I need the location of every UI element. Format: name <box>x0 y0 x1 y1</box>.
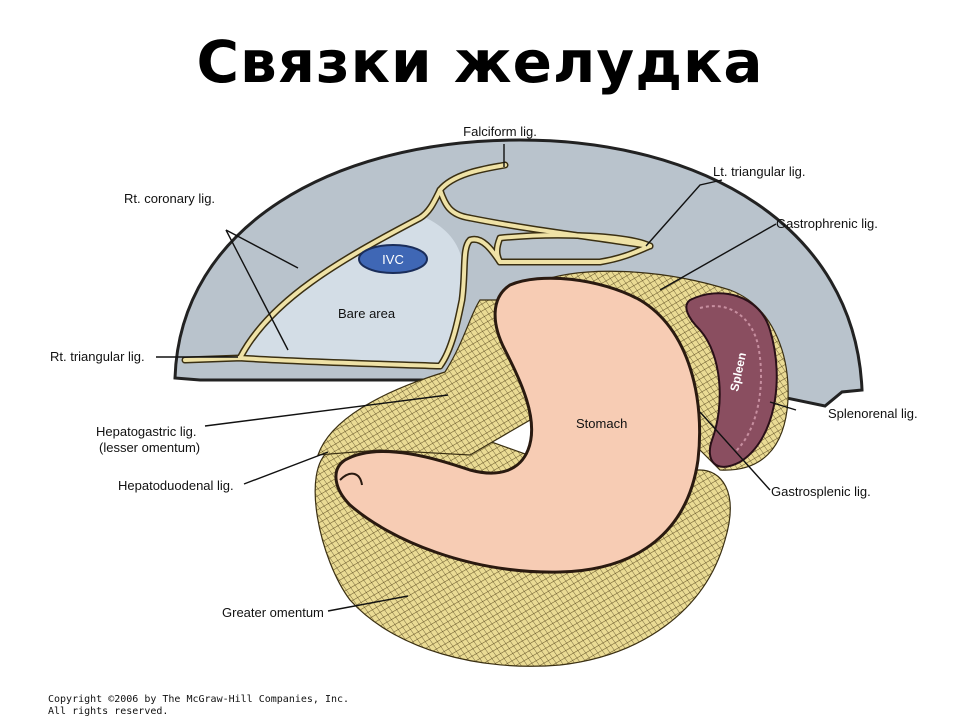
label-ivc: IVC <box>382 252 404 267</box>
copyright-line-2: All rights reserved. <box>48 706 169 717</box>
label-gastrosplenic: Gastrosplenic lig. <box>771 484 871 499</box>
slide-title: Связки желудка <box>196 28 764 96</box>
label-falciform: Falciform lig. <box>463 124 537 139</box>
label-hepatogastric: Hepatogastric lig. <box>96 424 196 439</box>
stomach <box>334 276 702 574</box>
copyright-line-1: Copyright ©2006 by The McGraw-Hill Compa… <box>48 694 350 705</box>
label-greater-omentum: Greater omentum <box>222 605 324 620</box>
label-stomach: Stomach <box>576 416 627 431</box>
label-bare-area: Bare area <box>338 306 396 321</box>
label-splenorenal: Splenorenal lig. <box>828 406 918 421</box>
label-lesser-omentum: (lesser omentum) <box>99 440 200 455</box>
label-hepatoduodenal: Hepatoduodenal lig. <box>118 478 234 493</box>
label-gastrophrenic: Gastrophrenic lig. <box>776 216 878 231</box>
label-rt-coronary: Rt. coronary lig. <box>124 191 215 206</box>
ivc <box>358 244 428 274</box>
leader-lines <box>156 144 797 612</box>
pylorus <box>339 472 363 486</box>
ligament-lines <box>181 161 654 370</box>
spleen <box>685 292 778 468</box>
label-rt-triangular: Rt. triangular lig. <box>50 349 145 364</box>
spleen-edge <box>699 305 762 453</box>
copyright-notice: Copyright ©2006 by The McGraw-Hill Compa… <box>48 694 349 718</box>
label-lt-triangular: Lt. triangular lig. <box>713 164 806 179</box>
lesser-omentum <box>317 299 531 456</box>
